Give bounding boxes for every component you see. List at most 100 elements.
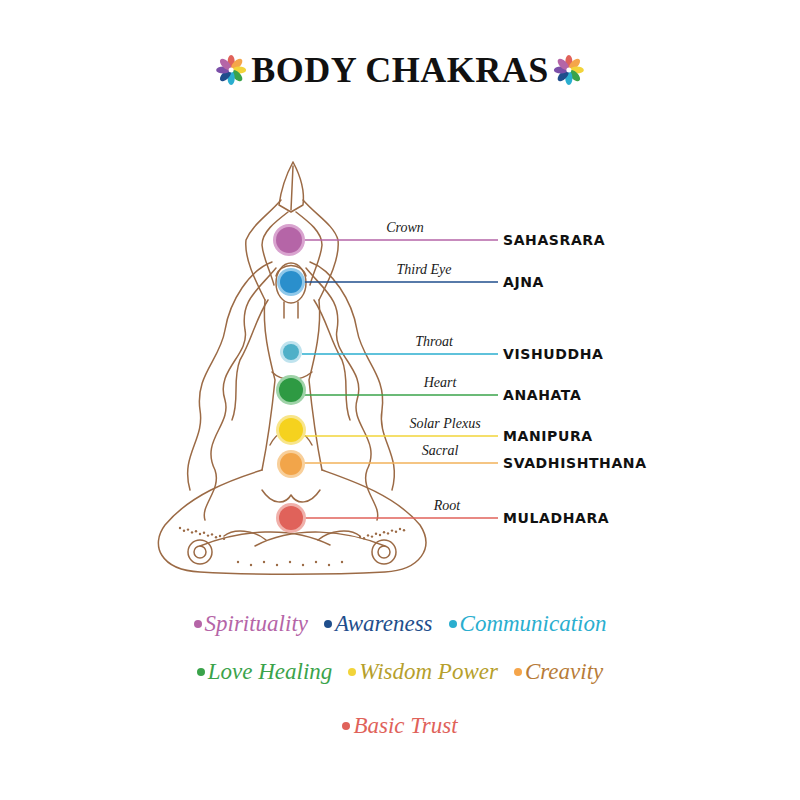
meditating-figure (378, 546, 390, 558)
meditating-figure (200, 532, 330, 546)
chakra-english-name: Throat (415, 334, 453, 350)
chakra-sanskrit-name: ANAHATA (503, 387, 581, 403)
henna-dot (371, 535, 373, 537)
henna-dot (263, 561, 265, 563)
meditating-figure (314, 300, 350, 420)
legend-swatch (197, 668, 205, 676)
chakra-sanskrit-name: SVADHISHTHANA (503, 455, 647, 471)
henna-dot (383, 531, 385, 533)
legend-swatch (348, 668, 356, 676)
chakra-circle (280, 341, 302, 363)
legend-swatch (324, 620, 332, 628)
chakra-english-name: Crown (386, 220, 424, 236)
legend-row: Love Healing Wisdom Power Creavity (197, 659, 604, 685)
henna-dot (211, 533, 213, 535)
legend-item: Wisdom Power (348, 659, 498, 685)
henna-dot (403, 529, 405, 531)
meditating-figure (224, 531, 266, 540)
chakra-circle (279, 506, 303, 530)
meditating-figure (158, 162, 425, 574)
chakra-circle (276, 415, 306, 445)
meditating-figure (262, 490, 320, 502)
meditating-figure (297, 302, 299, 318)
henna-dot (187, 528, 189, 530)
henna-dot (250, 564, 252, 566)
henna-dot (359, 536, 361, 538)
meditating-figure (255, 532, 385, 546)
chakra-english-name: Solar Plexus (409, 416, 480, 432)
legend-row: Spirituality Awareness Communication (194, 611, 607, 637)
chakra-circle (276, 227, 302, 253)
leader-line (304, 435, 498, 437)
henna-dot (328, 564, 330, 566)
leader-line (304, 239, 498, 241)
meditating-figure (318, 531, 360, 540)
legend-swatch (449, 620, 457, 628)
legend-text: Communication (460, 611, 607, 637)
henna-dot (207, 534, 209, 536)
leader-line (303, 462, 498, 464)
leader-line (304, 394, 498, 396)
chakra-circle (280, 271, 302, 293)
meditating-figure (306, 268, 378, 520)
henna-dot (191, 531, 193, 533)
meditating-figure (158, 470, 425, 574)
legend-item: Spirituality (194, 611, 309, 637)
chakra-circle (279, 418, 303, 442)
chakra-sanskrit-name: VISHUDDHA (503, 346, 603, 362)
legend-item: Basic Trust (342, 713, 457, 739)
chakra-sanskrit-name: AJNA (503, 274, 544, 290)
chakra-circle (283, 344, 299, 360)
henna-dot (219, 535, 221, 537)
legend-text: Basic Trust (353, 713, 457, 739)
legend-item: Love Healing (197, 659, 333, 685)
henna-dot (302, 564, 304, 566)
chakra-circle (273, 224, 305, 256)
legend: Spirituality Awareness CommunicationLove H… (0, 611, 800, 739)
flower-icon (554, 55, 584, 85)
flower-icon (216, 55, 246, 85)
chakra-circle (276, 503, 306, 533)
chakra-sanskrit-name: MANIPURA (503, 428, 593, 444)
henna-dot (391, 529, 393, 531)
meditating-figure (232, 300, 268, 420)
meditating-figure (310, 262, 394, 490)
chakra-circle (280, 453, 302, 475)
leader-line (304, 281, 498, 283)
chakra-circle (273, 224, 306, 533)
legend-swatch (514, 668, 522, 676)
henna-dot (395, 531, 397, 533)
flower-petal (556, 57, 571, 72)
chakra-circle (277, 450, 305, 478)
legend-row: Basic Trust (342, 713, 457, 739)
legend-swatch (342, 722, 350, 730)
meditating-figure (283, 302, 285, 318)
meditating-figure (291, 166, 293, 210)
legend-item: Creavity (514, 659, 603, 685)
henna-dot (363, 537, 365, 539)
chakra-sanskrit-name: SAHASRARA (503, 232, 605, 248)
leader-line (303, 517, 498, 519)
legend-item: Communication (449, 611, 607, 637)
flower-center (566, 68, 571, 73)
meditating-figure (204, 268, 276, 520)
henna-dot (379, 534, 381, 536)
henna-dot (199, 533, 201, 535)
legend-item: Awareness (324, 611, 433, 637)
meditating-figure (194, 546, 206, 558)
leader-line (302, 240, 498, 518)
chakra-english-name: Heart (424, 375, 457, 391)
henna-dot (203, 532, 205, 534)
henna-dot (341, 561, 343, 563)
meditating-figure (262, 300, 275, 470)
henna-dot (375, 533, 377, 535)
henna-dot (223, 538, 225, 540)
henna-dot (237, 561, 239, 563)
flower-center (229, 68, 234, 73)
henna-dot (276, 564, 278, 566)
meditating-figure (372, 540, 396, 564)
henna-dot (387, 532, 389, 534)
chakra-sanskrit-name: MULADHARA (503, 510, 609, 526)
page-title: BODY CHAKRAS (251, 49, 549, 91)
leader-line (302, 353, 498, 355)
